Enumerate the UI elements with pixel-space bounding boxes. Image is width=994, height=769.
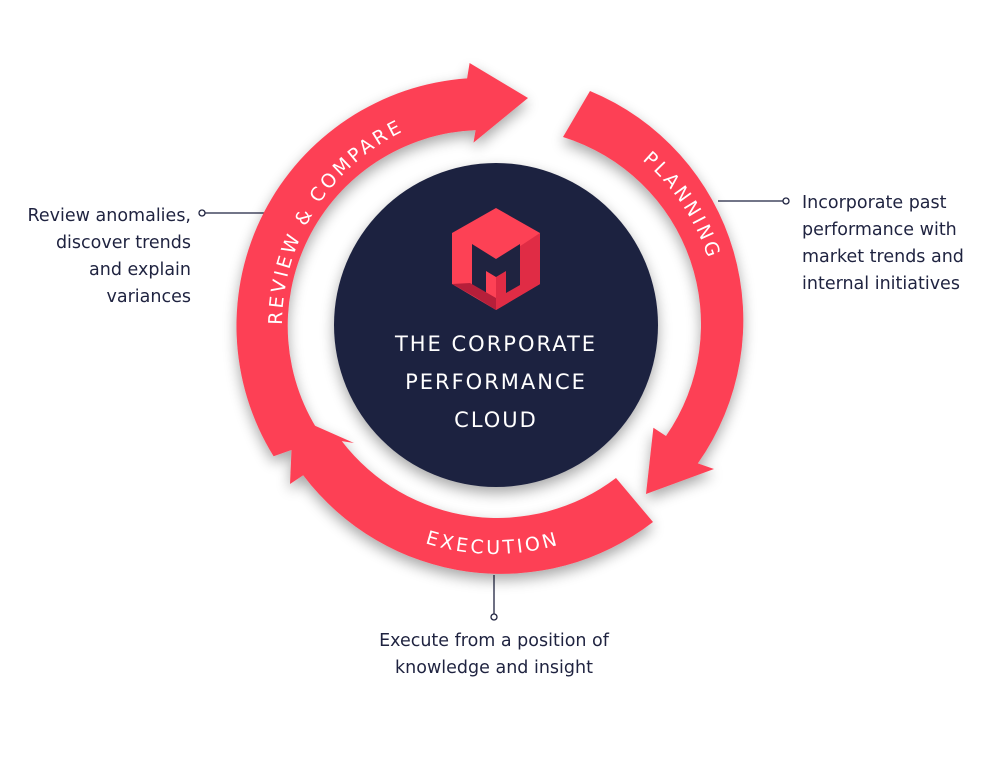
center-title-line-2: PERFORMANCE [405, 370, 587, 394]
annotation-review-line: Review anomalies, [27, 206, 191, 226]
annotation-review-line: and explain [89, 260, 191, 280]
center-disk [334, 163, 658, 487]
annotation-execution-line: Execute from a position of [379, 631, 609, 651]
annotation-review-line: discover trends [55, 233, 191, 253]
annotation-planning-line: market trends and [802, 247, 964, 267]
annotation-review: Review anomalies, discover trends and ex… [0, 203, 191, 311]
center-title-line-1: THE CORPORATE [394, 332, 597, 356]
cycle-ring [236, 63, 744, 574]
annotation-planning-line: performance with [802, 220, 957, 240]
annotation-execution: Execute from a position of knowledge and… [330, 628, 658, 682]
annotation-execution-line: knowledge and insight [395, 658, 593, 678]
annotation-planning: Incorporate past performance with market… [802, 190, 992, 298]
center-title-line-3: CLOUD [454, 408, 538, 432]
annotation-planning-line: Incorporate past [802, 193, 947, 213]
arrow-planning-to-execution [563, 91, 744, 494]
connector-bottom [490, 575, 498, 621]
annotation-review-line: variances [106, 287, 191, 307]
arrow-execution-to-review [290, 416, 653, 574]
annotation-planning-line: internal initiatives [802, 274, 960, 294]
connector-right [718, 197, 790, 205]
arrow-review-to-planning [236, 63, 528, 457]
cube-m-logo-icon [452, 208, 540, 310]
connector-left [198, 209, 272, 217]
